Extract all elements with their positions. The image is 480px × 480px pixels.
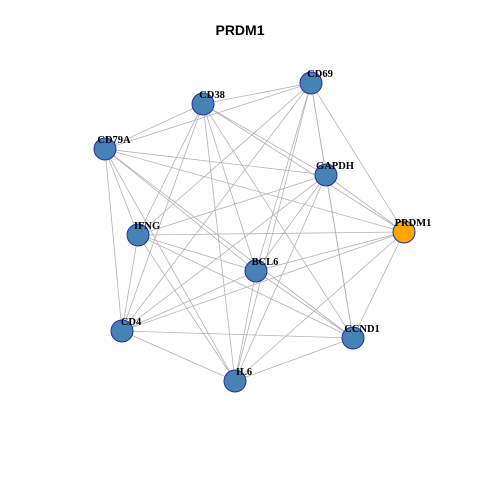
node-bcl6: BCL6 <box>244 257 279 283</box>
node-label-ccnd1: CCND1 <box>344 324 380 335</box>
edge-gapdh-bcl6 <box>255 174 327 272</box>
edge-ifng-ccnd1 <box>137 234 354 339</box>
edge-cd69-prdm1 <box>310 82 405 233</box>
node-label-prdm1: PRDM1 <box>395 218 432 229</box>
edge-gapdh-il6 <box>234 174 327 382</box>
edge-gapdh-cd4 <box>121 174 327 332</box>
edge-cd38-prdm1 <box>202 103 405 233</box>
node-ifng: IFNG <box>126 221 160 247</box>
node-cd79a: CD79A <box>93 135 131 161</box>
edge-prdm1-ccnd1 <box>352 231 405 339</box>
edge-prdm1-ifng <box>137 231 405 236</box>
node-circle-ifng <box>126 223 150 247</box>
edge-cd69-cd38 <box>202 82 312 105</box>
edge-ccnd1-il6 <box>234 337 354 382</box>
node-label-cd69: CD69 <box>307 69 333 80</box>
node-cd4: CD4 <box>110 317 142 343</box>
edge-bcl6-il6 <box>234 270 257 382</box>
node-ccnd1: CCND1 <box>341 324 380 350</box>
edge-gapdh-ccnd1 <box>325 174 354 339</box>
node-label-cd79a: CD79A <box>97 135 131 146</box>
edge-cd79a-ifng <box>104 148 139 236</box>
node-label-cd38: CD38 <box>199 90 225 101</box>
node-il6: IL6 <box>223 367 252 393</box>
edge-cd4-il6 <box>121 330 236 382</box>
edge-cd38-cd79a <box>104 103 204 150</box>
node-label-bcl6: BCL6 <box>252 257 279 268</box>
node-cd69: CD69 <box>299 69 333 95</box>
edges-layer <box>104 82 405 382</box>
edge-cd38-ccnd1 <box>202 103 354 339</box>
node-gapdh: GAPDH <box>314 161 354 187</box>
edge-cd69-il6 <box>234 82 312 382</box>
edge-cd69-ifng <box>137 82 312 236</box>
edge-cd79a-cd4 <box>104 148 123 332</box>
edge-cd69-cd4 <box>121 82 312 332</box>
node-circle-cd38 <box>191 92 215 116</box>
edge-cd79a-prdm1 <box>104 148 405 233</box>
edge-gapdh-prdm1 <box>325 174 405 233</box>
edge-ifng-bcl6 <box>137 234 257 272</box>
edge-cd38-bcl6 <box>202 103 257 272</box>
node-label-gapdh: GAPDH <box>316 161 354 172</box>
node-prdm1: PRDM1 <box>392 218 432 244</box>
edge-cd4-ccnd1 <box>121 330 354 339</box>
node-circle-bcl6 <box>244 259 268 283</box>
edge-gapdh-ifng <box>137 174 327 236</box>
node-circle-cd79a <box>93 137 117 161</box>
node-circle-cd69 <box>299 71 323 95</box>
edge-bcl6-ccnd1 <box>255 270 354 339</box>
edge-bcl6-cd4 <box>121 270 257 332</box>
edge-cd38-gapdh <box>202 103 327 176</box>
node-label-il6: IL6 <box>236 367 252 378</box>
diagram-title: PRDM1 <box>215 22 265 38</box>
edge-cd79a-ccnd1 <box>104 148 354 339</box>
edge-cd38-cd4 <box>121 103 204 332</box>
edge-cd79a-il6 <box>104 148 236 382</box>
edge-prdm1-cd4 <box>121 231 405 332</box>
edge-cd69-cd79a <box>104 82 312 150</box>
node-circle-gapdh <box>314 163 338 187</box>
edge-cd38-ifng <box>137 103 204 236</box>
edge-ifng-cd4 <box>121 234 139 332</box>
node-label-ifng: IFNG <box>134 221 160 232</box>
edge-cd69-bcl6 <box>255 82 312 272</box>
edge-cd79a-bcl6 <box>104 148 257 272</box>
node-circle-il6 <box>223 369 247 393</box>
node-label-cd4: CD4 <box>121 317 142 328</box>
node-circle-ccnd1 <box>341 326 365 350</box>
edge-prdm1-bcl6 <box>255 231 405 272</box>
edge-ifng-il6 <box>137 234 236 382</box>
edge-cd38-il6 <box>202 103 236 382</box>
edge-prdm1-il6 <box>234 231 405 382</box>
node-circle-cd4 <box>110 319 134 343</box>
node-cd38: CD38 <box>191 90 225 116</box>
edge-cd79a-gapdh <box>104 148 327 176</box>
node-circle-prdm1 <box>392 220 416 244</box>
